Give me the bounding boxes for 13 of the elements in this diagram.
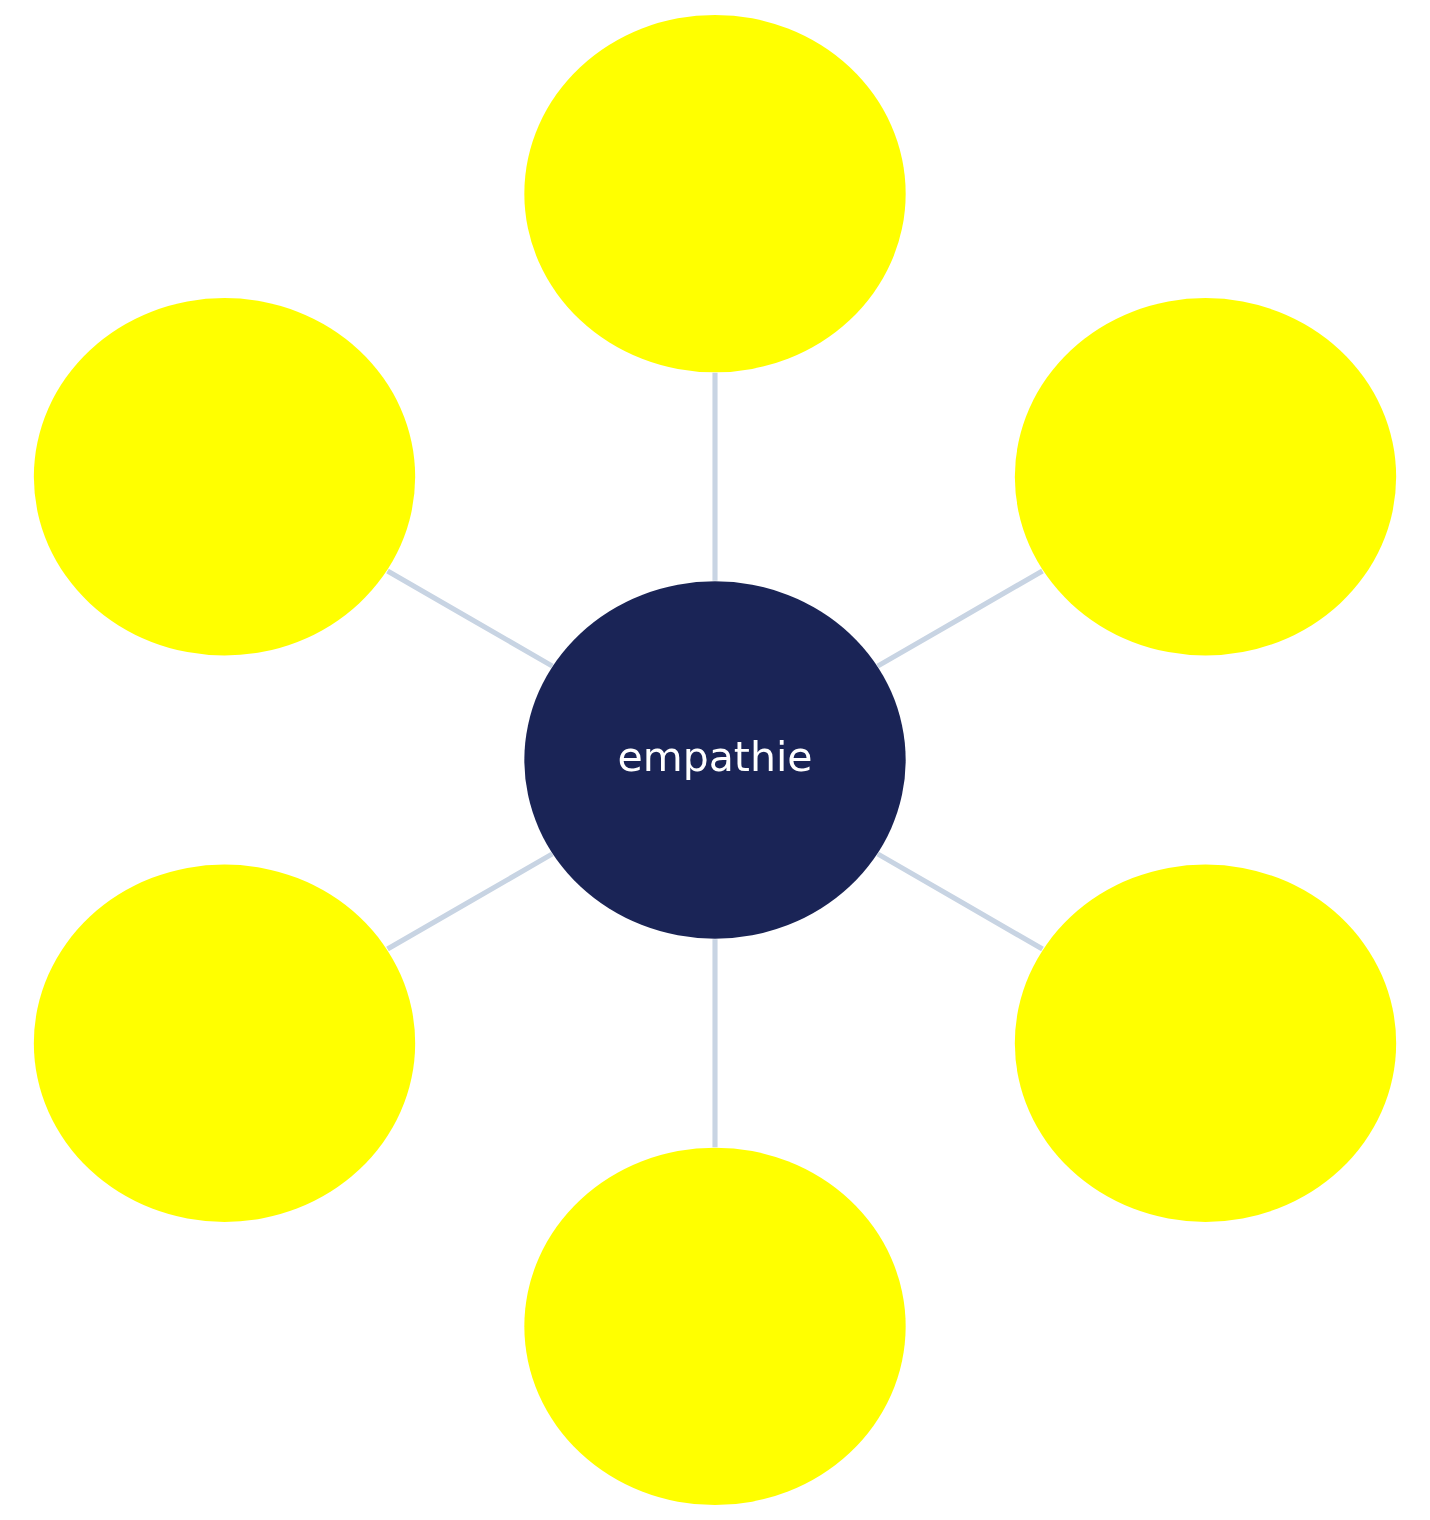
node-circle [524,14,906,373]
connector [386,568,554,669]
node-circle: empathie [524,581,906,939]
connector [876,851,1044,952]
node-circle [33,298,416,656]
connector [876,568,1044,669]
node-circle [1014,298,1397,656]
node-circle [33,864,416,1222]
node-circle [524,1147,906,1506]
connector [386,851,554,952]
connector [712,939,718,1148]
node-circle [1014,864,1397,1222]
connector [712,372,718,581]
